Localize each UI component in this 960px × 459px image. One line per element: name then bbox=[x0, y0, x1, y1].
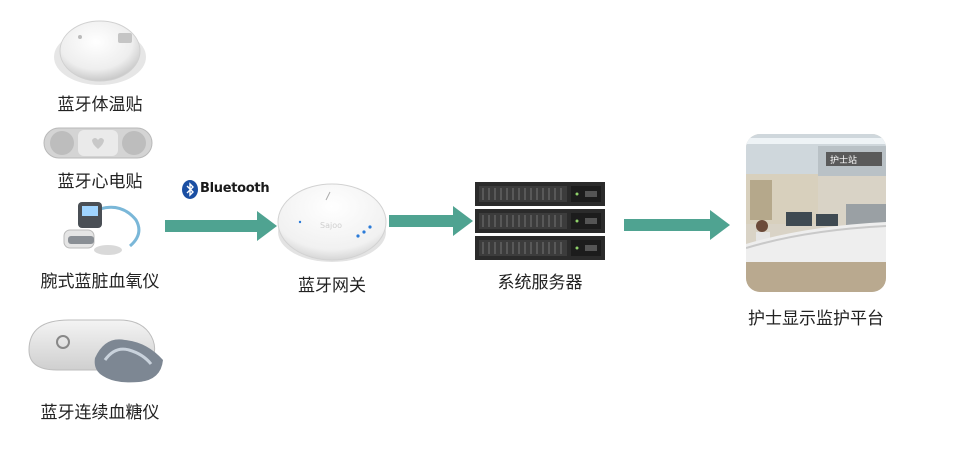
temp-patch-label: 蓝牙体温贴 bbox=[57, 95, 143, 115]
ecg-patch-label: 蓝牙心电贴 bbox=[57, 172, 143, 192]
server-label: 系统服务器 bbox=[497, 273, 583, 293]
ecg-patch-image bbox=[42, 124, 154, 162]
bluetooth-label: Bluetooth bbox=[200, 181, 270, 196]
gateway-label: 蓝牙网关 bbox=[298, 276, 366, 296]
glucose-monitor-image bbox=[25, 312, 173, 388]
bluetooth-icon bbox=[182, 180, 198, 199]
arrow-gateway-to-server bbox=[389, 206, 473, 236]
nurse-station-image: 护士站 bbox=[746, 134, 886, 292]
nurse-platform-label: 护士显示监护平台 bbox=[748, 309, 884, 329]
glucose-monitor-label: 蓝牙连续血糖仪 bbox=[40, 403, 160, 423]
temp-patch-image bbox=[52, 15, 148, 87]
oximeter-image bbox=[58, 196, 144, 258]
arrow-devices-to-gateway bbox=[165, 211, 277, 241]
gateway-brand-text: Sajoo bbox=[320, 221, 342, 230]
gateway-image: Sajoo bbox=[276, 180, 388, 264]
oximeter-label: 腕式蓝脏血氧仪 bbox=[40, 272, 160, 292]
arrow-server-to-platform bbox=[624, 210, 730, 240]
server-image bbox=[475, 182, 605, 260]
nurse-station-sign: 护士站 bbox=[830, 154, 857, 166]
